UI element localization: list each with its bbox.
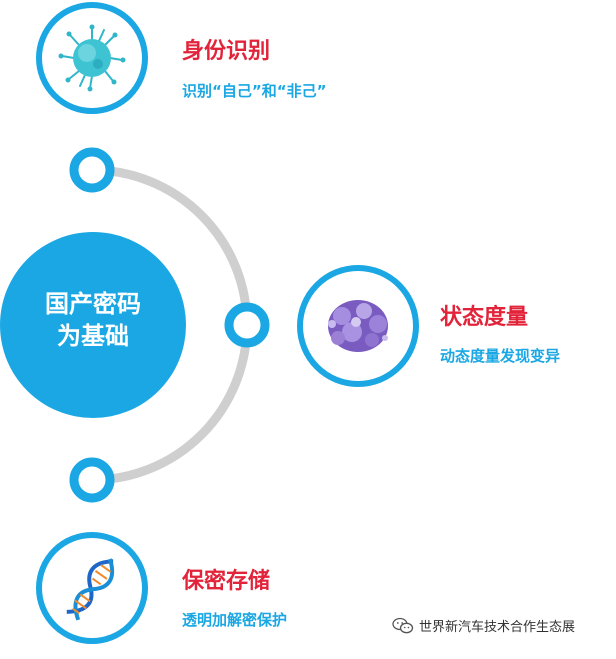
virus-icon <box>58 24 126 92</box>
item-subtitle-storage: 透明加解密保护 <box>182 611 288 629</box>
node-ring-middle <box>224 302 270 348</box>
wechat-logo-icon <box>392 617 414 633</box>
item-title-state: 状态度量 <box>440 305 529 330</box>
watermark-text: 世界新汽车技术合作生态展 <box>419 620 576 635</box>
center-label-line2: 为基础 <box>57 322 129 350</box>
item-title-identity: 身份识别 <box>182 39 271 64</box>
item-subtitle-state: 动态度量发现变异 <box>440 347 561 365</box>
cell-cluster-icon <box>328 300 388 352</box>
item-subtitle-identity: 识别“自己”和“非己” <box>182 82 327 100</box>
center-circle <box>0 232 186 418</box>
node-ring-bottom <box>69 457 115 503</box>
dna-icon <box>66 558 115 621</box>
center-label-line1: 国产密码 <box>45 290 141 318</box>
center-label: 国产密码 为基础 <box>13 288 173 352</box>
node-ring-top <box>69 147 115 193</box>
item-title-storage: 保密存储 <box>182 569 271 594</box>
watermark: 世界新汽车技术合作生态展 <box>392 616 575 635</box>
